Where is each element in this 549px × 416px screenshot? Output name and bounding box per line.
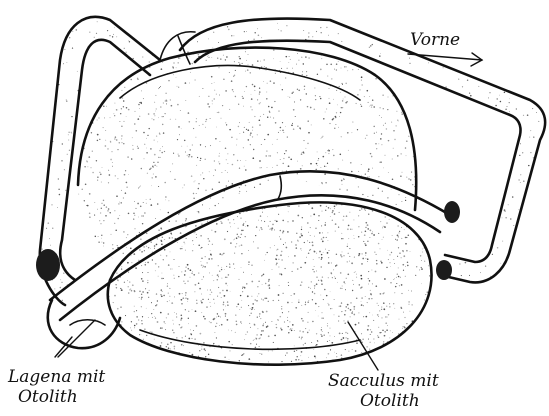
ampulla-left — [36, 249, 60, 281]
sacculus-leader-line — [348, 322, 378, 370]
sacculus-label-line2: Otolith — [360, 391, 420, 411]
sacculus-outline — [108, 202, 432, 364]
direction-label: Vorne — [410, 30, 460, 50]
lagena-leader-line-2 — [58, 320, 95, 357]
canal-stipple — [35, 9, 549, 310]
sacculus-label-line1: Sacculus mit — [328, 371, 439, 391]
direction-indicator: Vorne — [408, 30, 482, 66]
utriculus-outline — [78, 48, 416, 210]
horizontal-canal — [50, 171, 450, 320]
ampulla-right — [436, 201, 460, 280]
lagena-label-line2: Otolith — [18, 387, 78, 407]
lagena-label-line1: Lagena mit — [7, 367, 105, 387]
sacculus-stipple — [100, 194, 441, 375]
utriculus-stipple — [74, 39, 420, 265]
